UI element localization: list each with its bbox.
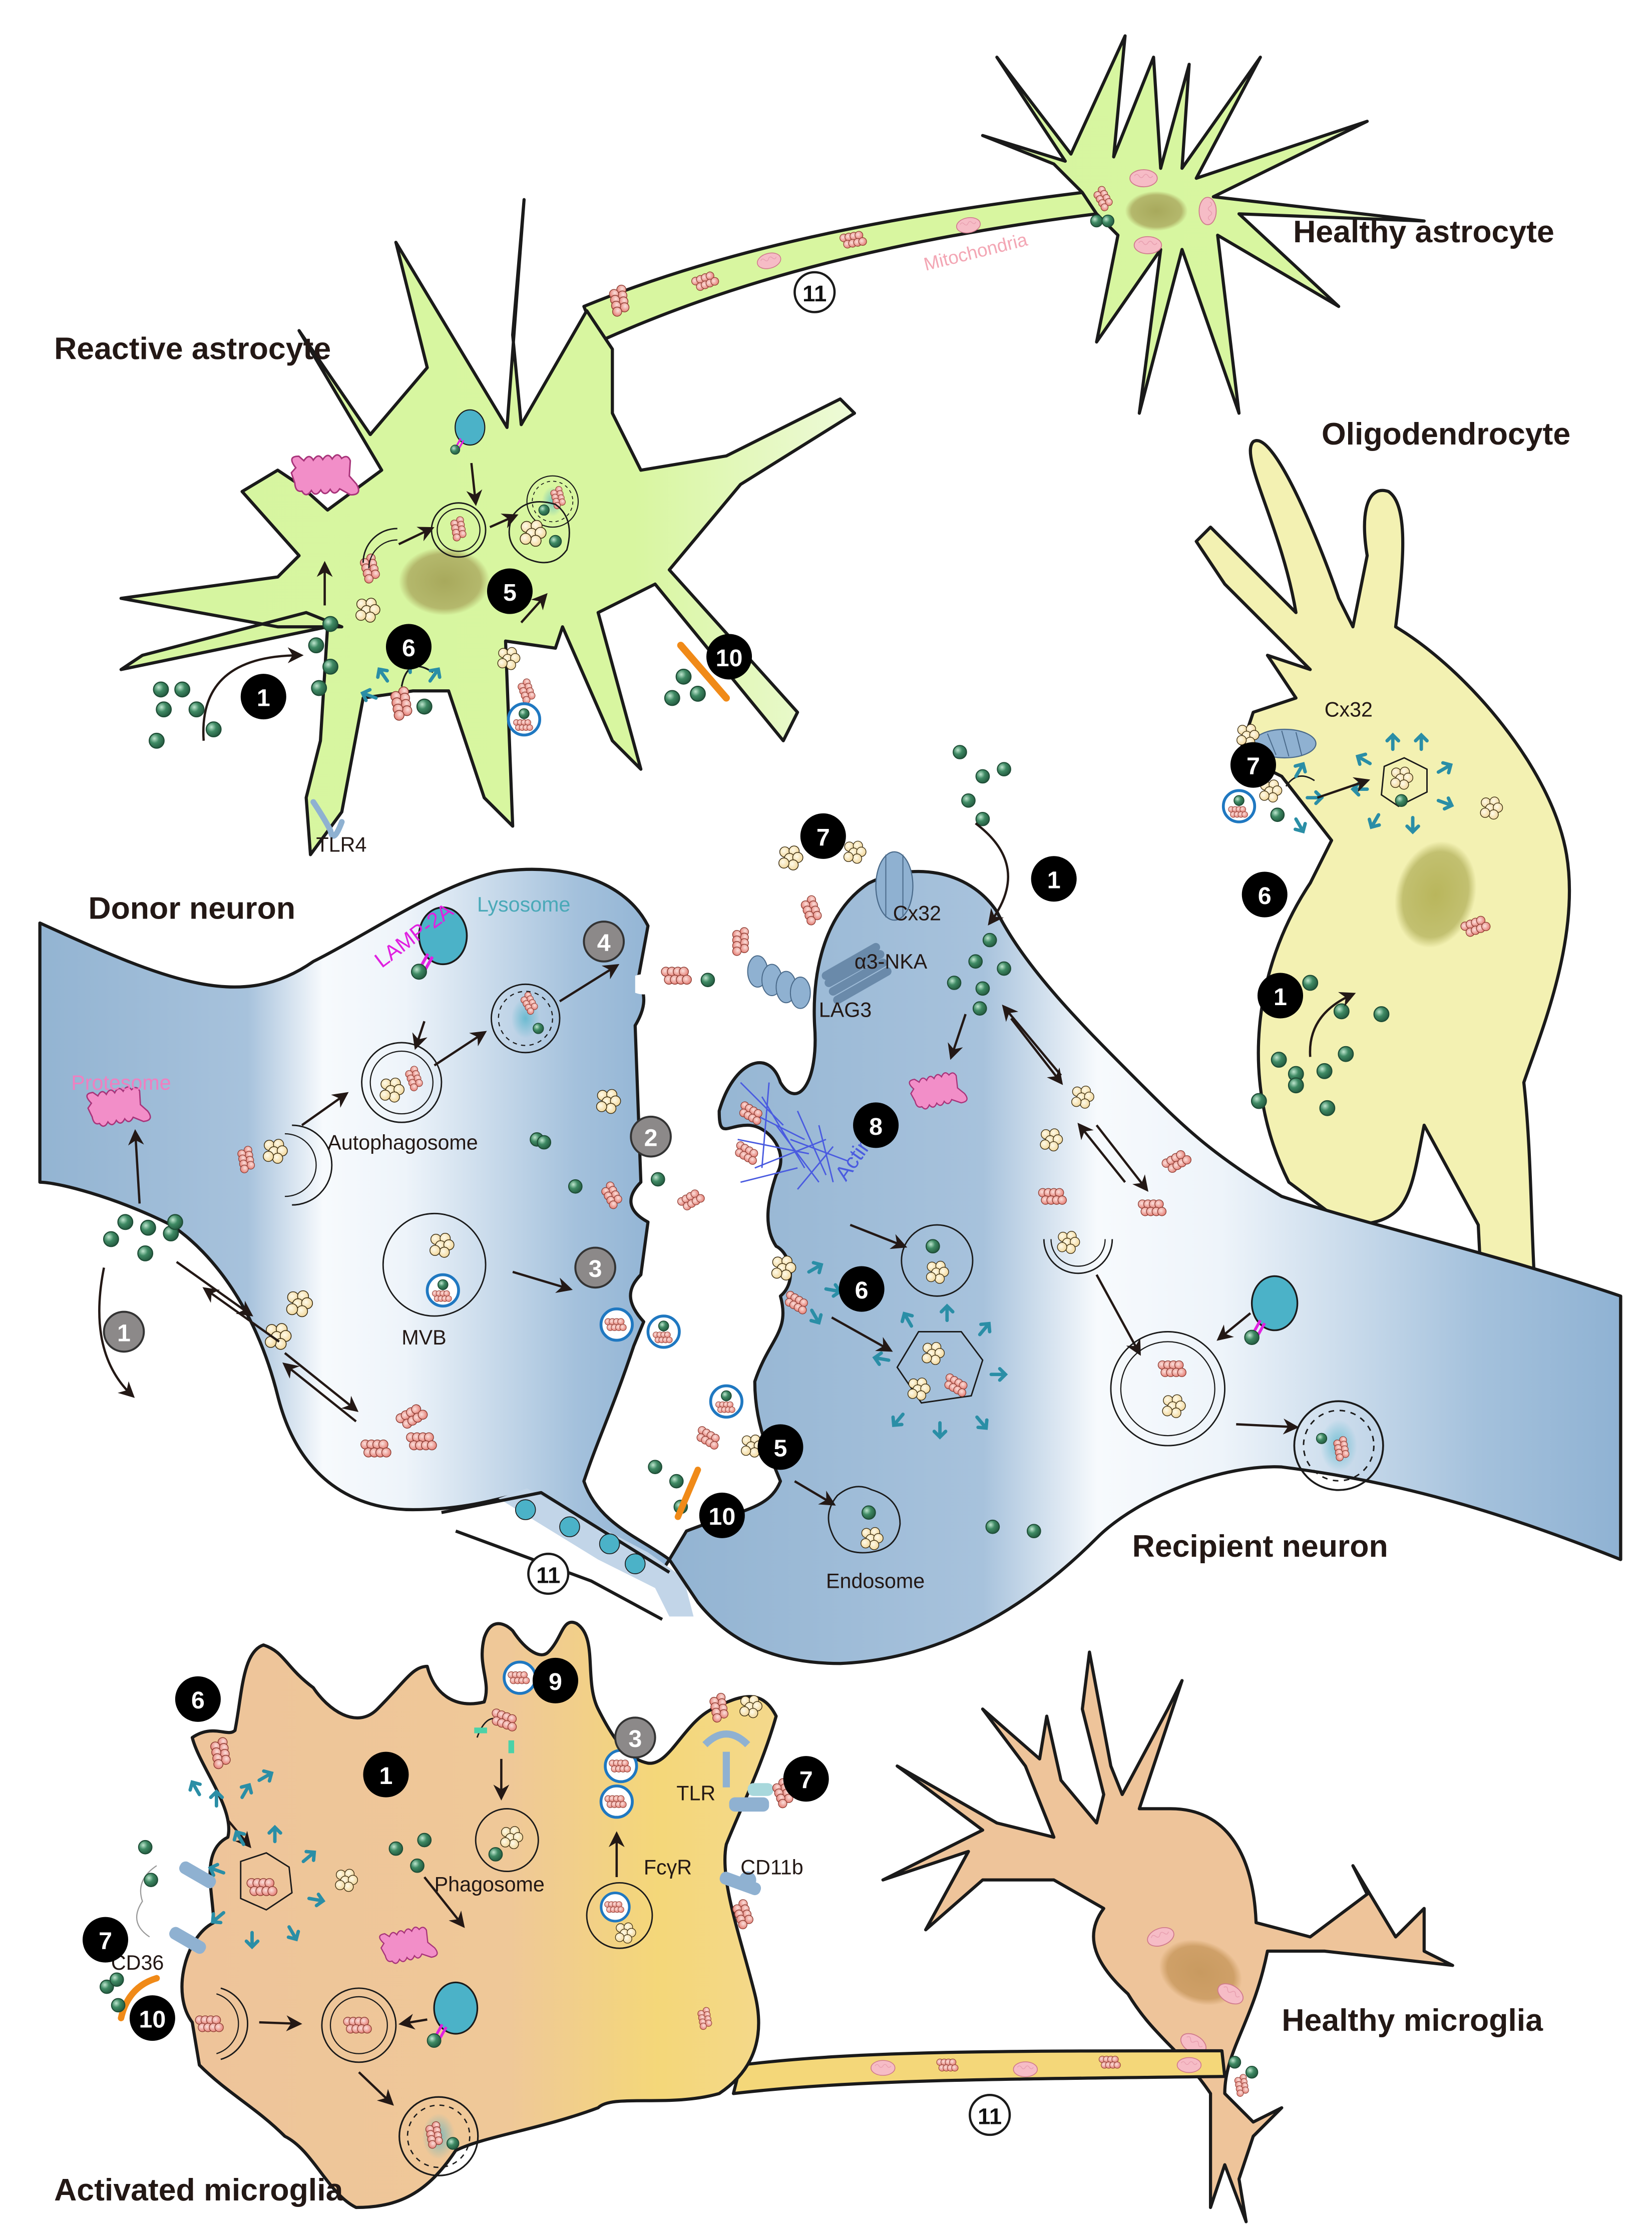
- healthy-astrocyte-title: Healthy astrocyte: [1293, 214, 1554, 249]
- activated-microglia-title: Activated microglia: [54, 2172, 343, 2207]
- svg-text:11: 11: [978, 2103, 1002, 2129]
- svg-text:11: 11: [536, 1562, 560, 1588]
- badge-dn-2: 2: [630, 1115, 672, 1158]
- healthy-astrocyte: [981, 34, 1426, 415]
- badge-rn-6: 6: [839, 1266, 885, 1312]
- actin-filaments: [737, 1082, 848, 1190]
- badge-am-9: 9: [532, 1657, 578, 1703]
- reactive-astrocyte-title: Reactive astrocyte: [54, 331, 331, 366]
- badge-11-top: 11: [793, 271, 836, 313]
- svg-text:7: 7: [1247, 753, 1260, 780]
- svg-text:6: 6: [191, 1687, 205, 1714]
- fcgr-label: FcγR: [644, 1856, 692, 1879]
- mvb-label: MVB: [401, 1326, 446, 1349]
- badge-ra-5: 5: [487, 568, 533, 614]
- badge-am-7-left: 7: [83, 1917, 129, 1963]
- svg-text:5: 5: [503, 579, 517, 606]
- svg-text:6: 6: [402, 635, 416, 662]
- badge-ol-1: 1: [1257, 973, 1304, 1019]
- svg-text:1: 1: [1047, 867, 1061, 894]
- protesome-label: Protesome: [71, 1071, 171, 1094]
- svg-text:4: 4: [597, 930, 611, 957]
- cd11b-label: CD11b: [740, 1856, 803, 1879]
- phagosome-label: Phagosome: [435, 1873, 545, 1896]
- badge-ra-1: 1: [240, 674, 286, 720]
- tlr-receptor: [702, 1730, 750, 1788]
- badge-dn-1: 1: [103, 1310, 145, 1353]
- cd11b-receptor: [729, 1783, 773, 1812]
- svg-text:6: 6: [855, 1277, 869, 1304]
- svg-text:9: 9: [549, 1668, 562, 1695]
- svg-text:7: 7: [816, 824, 830, 851]
- badge-ra-10: 10: [706, 634, 752, 680]
- svg-text:10: 10: [139, 2006, 166, 2033]
- badge-am-10: 10: [129, 1995, 175, 2041]
- reactive-astrocyte: [119, 198, 857, 856]
- badge-rn-5: 5: [757, 1424, 803, 1470]
- endosome-label: Endosome: [826, 1569, 925, 1592]
- svg-text:1: 1: [379, 1762, 392, 1790]
- healthy-microglia-title: Healthy microglia: [1282, 2003, 1543, 2038]
- badge-rn-1: 1: [1031, 856, 1077, 902]
- tunneling-nanotube-microglia: [731, 2049, 1226, 2095]
- fcgr-receptor: [719, 1871, 761, 1896]
- svg-text:10: 10: [708, 1503, 735, 1530]
- svg-text:1: 1: [257, 684, 270, 711]
- tlr-label: TLR: [676, 1781, 715, 1805]
- recipient-neuron-title: Recipient neuron: [1132, 1529, 1388, 1564]
- badge-rn-8: 8: [853, 1102, 899, 1148]
- badge-ra-6: 6: [385, 624, 432, 670]
- svg-text:3: 3: [628, 1725, 642, 1752]
- svg-text:8: 8: [869, 1113, 883, 1140]
- badge-11-bot: 11: [969, 2093, 1011, 2136]
- svg-text:6: 6: [1258, 882, 1272, 910]
- cx32-oligo-label: Cx32: [1325, 698, 1373, 721]
- lag3-label: LAG3: [819, 999, 872, 1022]
- svg-text:11: 11: [802, 281, 827, 306]
- donor-neuron-title: Donor neuron: [88, 890, 295, 926]
- svg-text:1: 1: [117, 1319, 131, 1347]
- svg-text:10: 10: [716, 645, 743, 672]
- svg-text:7: 7: [99, 1928, 112, 1955]
- badge-rn-7: 7: [800, 813, 846, 859]
- badge-rn-10: 10: [699, 1492, 745, 1538]
- svg-text:1: 1: [1274, 984, 1287, 1011]
- tlr4-label: TLR4: [316, 833, 367, 856]
- badge-ol-7: 7: [1230, 742, 1276, 788]
- lag3-receptor: [747, 955, 811, 1009]
- tunneling-nanotube-astrocytes: [582, 191, 1098, 344]
- tunnel-vesicles-mid: [515, 1499, 646, 1574]
- neurons: [38, 745, 1622, 1665]
- badge-am-6: 6: [175, 1676, 221, 1722]
- autophagosome-label: Autophagosome: [327, 1131, 478, 1154]
- svg-text:3: 3: [589, 1255, 602, 1282]
- svg-text:5: 5: [774, 1435, 787, 1462]
- badge-am-1: 1: [363, 1751, 409, 1798]
- lysosome-label: Lysosome: [477, 893, 570, 916]
- badge-am-7-right: 7: [783, 1756, 829, 1802]
- a3nka-receptor: [821, 943, 892, 1005]
- badge-dn-3: 3: [574, 1246, 616, 1289]
- badge-am-3: 3: [614, 1716, 656, 1759]
- cx32-neuron-channel: [875, 851, 914, 921]
- healthy-microglia: [881, 1650, 1454, 2223]
- oligodendrocyte-title: Oligodendrocyte: [1322, 416, 1570, 452]
- cx32-neuron-label: Cx32: [893, 902, 941, 925]
- svg-text:2: 2: [644, 1125, 658, 1152]
- badge-11-mid: 11: [527, 1552, 570, 1595]
- badge-ol-6: 6: [1242, 871, 1288, 918]
- monomers-outside-ra: [149, 681, 222, 749]
- svg-text:7: 7: [799, 1767, 813, 1794]
- activated-microglia: [100, 1620, 822, 2209]
- a3nka-label: α3-NKA: [855, 950, 928, 973]
- badge-dn-4: 4: [583, 921, 625, 963]
